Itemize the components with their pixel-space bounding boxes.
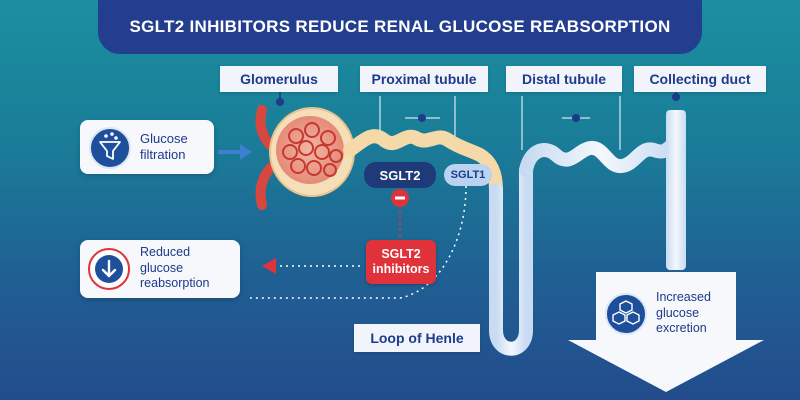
excretion-line2: glucose	[656, 305, 700, 320]
reduced-arrow-head	[262, 258, 276, 274]
distal-tubule-label: Distal tubule	[506, 66, 622, 92]
sglt2-inhibitors-box: SGLT2 inhibitors	[366, 240, 436, 284]
collecting-duct-label: Collecting duct	[634, 66, 766, 92]
proximal-tubule	[343, 129, 503, 197]
filtration-arrow	[218, 144, 252, 160]
proximal-dot	[418, 114, 426, 122]
glucose-filtration-card: Glucose filtration	[80, 120, 214, 174]
loop-of-henle-label: Loop of Henle	[354, 324, 480, 352]
distal-dot	[572, 114, 580, 122]
down-arrow-icon	[88, 248, 130, 290]
capillary-loops	[282, 122, 343, 177]
glucose-filtration-line2: filtration	[140, 147, 186, 162]
sglt1-transporter: SGLT1	[444, 164, 492, 186]
reduced-line1: Reduced	[140, 245, 191, 259]
glomerulus-tuft	[276, 116, 344, 184]
sglt2-transporter: SGLT2	[364, 162, 436, 188]
reduced-line2: glucose	[140, 260, 184, 275]
inhibitors-line1: SGLT2	[381, 247, 421, 261]
glomerulus-pointer-dot	[276, 98, 284, 106]
glomerulus-label: Glomerulus	[220, 66, 338, 92]
proximal-tubule-label: Proximal tubule	[360, 66, 488, 92]
distal-tubule	[519, 135, 683, 177]
funnel-icon	[89, 127, 131, 169]
collecting-duct	[666, 110, 686, 270]
reduced-line3: reabsorption	[140, 276, 210, 290]
page-title: SGLT2 INHIBITORS REDUCE RENAL GLUCOSE RE…	[98, 0, 702, 54]
inhibitors-line2: inhibitors	[372, 262, 430, 276]
excretion-line1: Increased	[656, 290, 711, 304]
sglt1-pathway	[250, 185, 467, 299]
loop-of-henle	[489, 163, 533, 356]
glucose-filtration-line1: Glucose	[140, 131, 188, 146]
excretion-line3: excretion	[656, 321, 707, 335]
reduced-reabsorption-card: Reduced glucose reabsorption	[80, 240, 240, 298]
cubes-icon	[605, 293, 647, 335]
collecting-dot	[672, 93, 680, 101]
